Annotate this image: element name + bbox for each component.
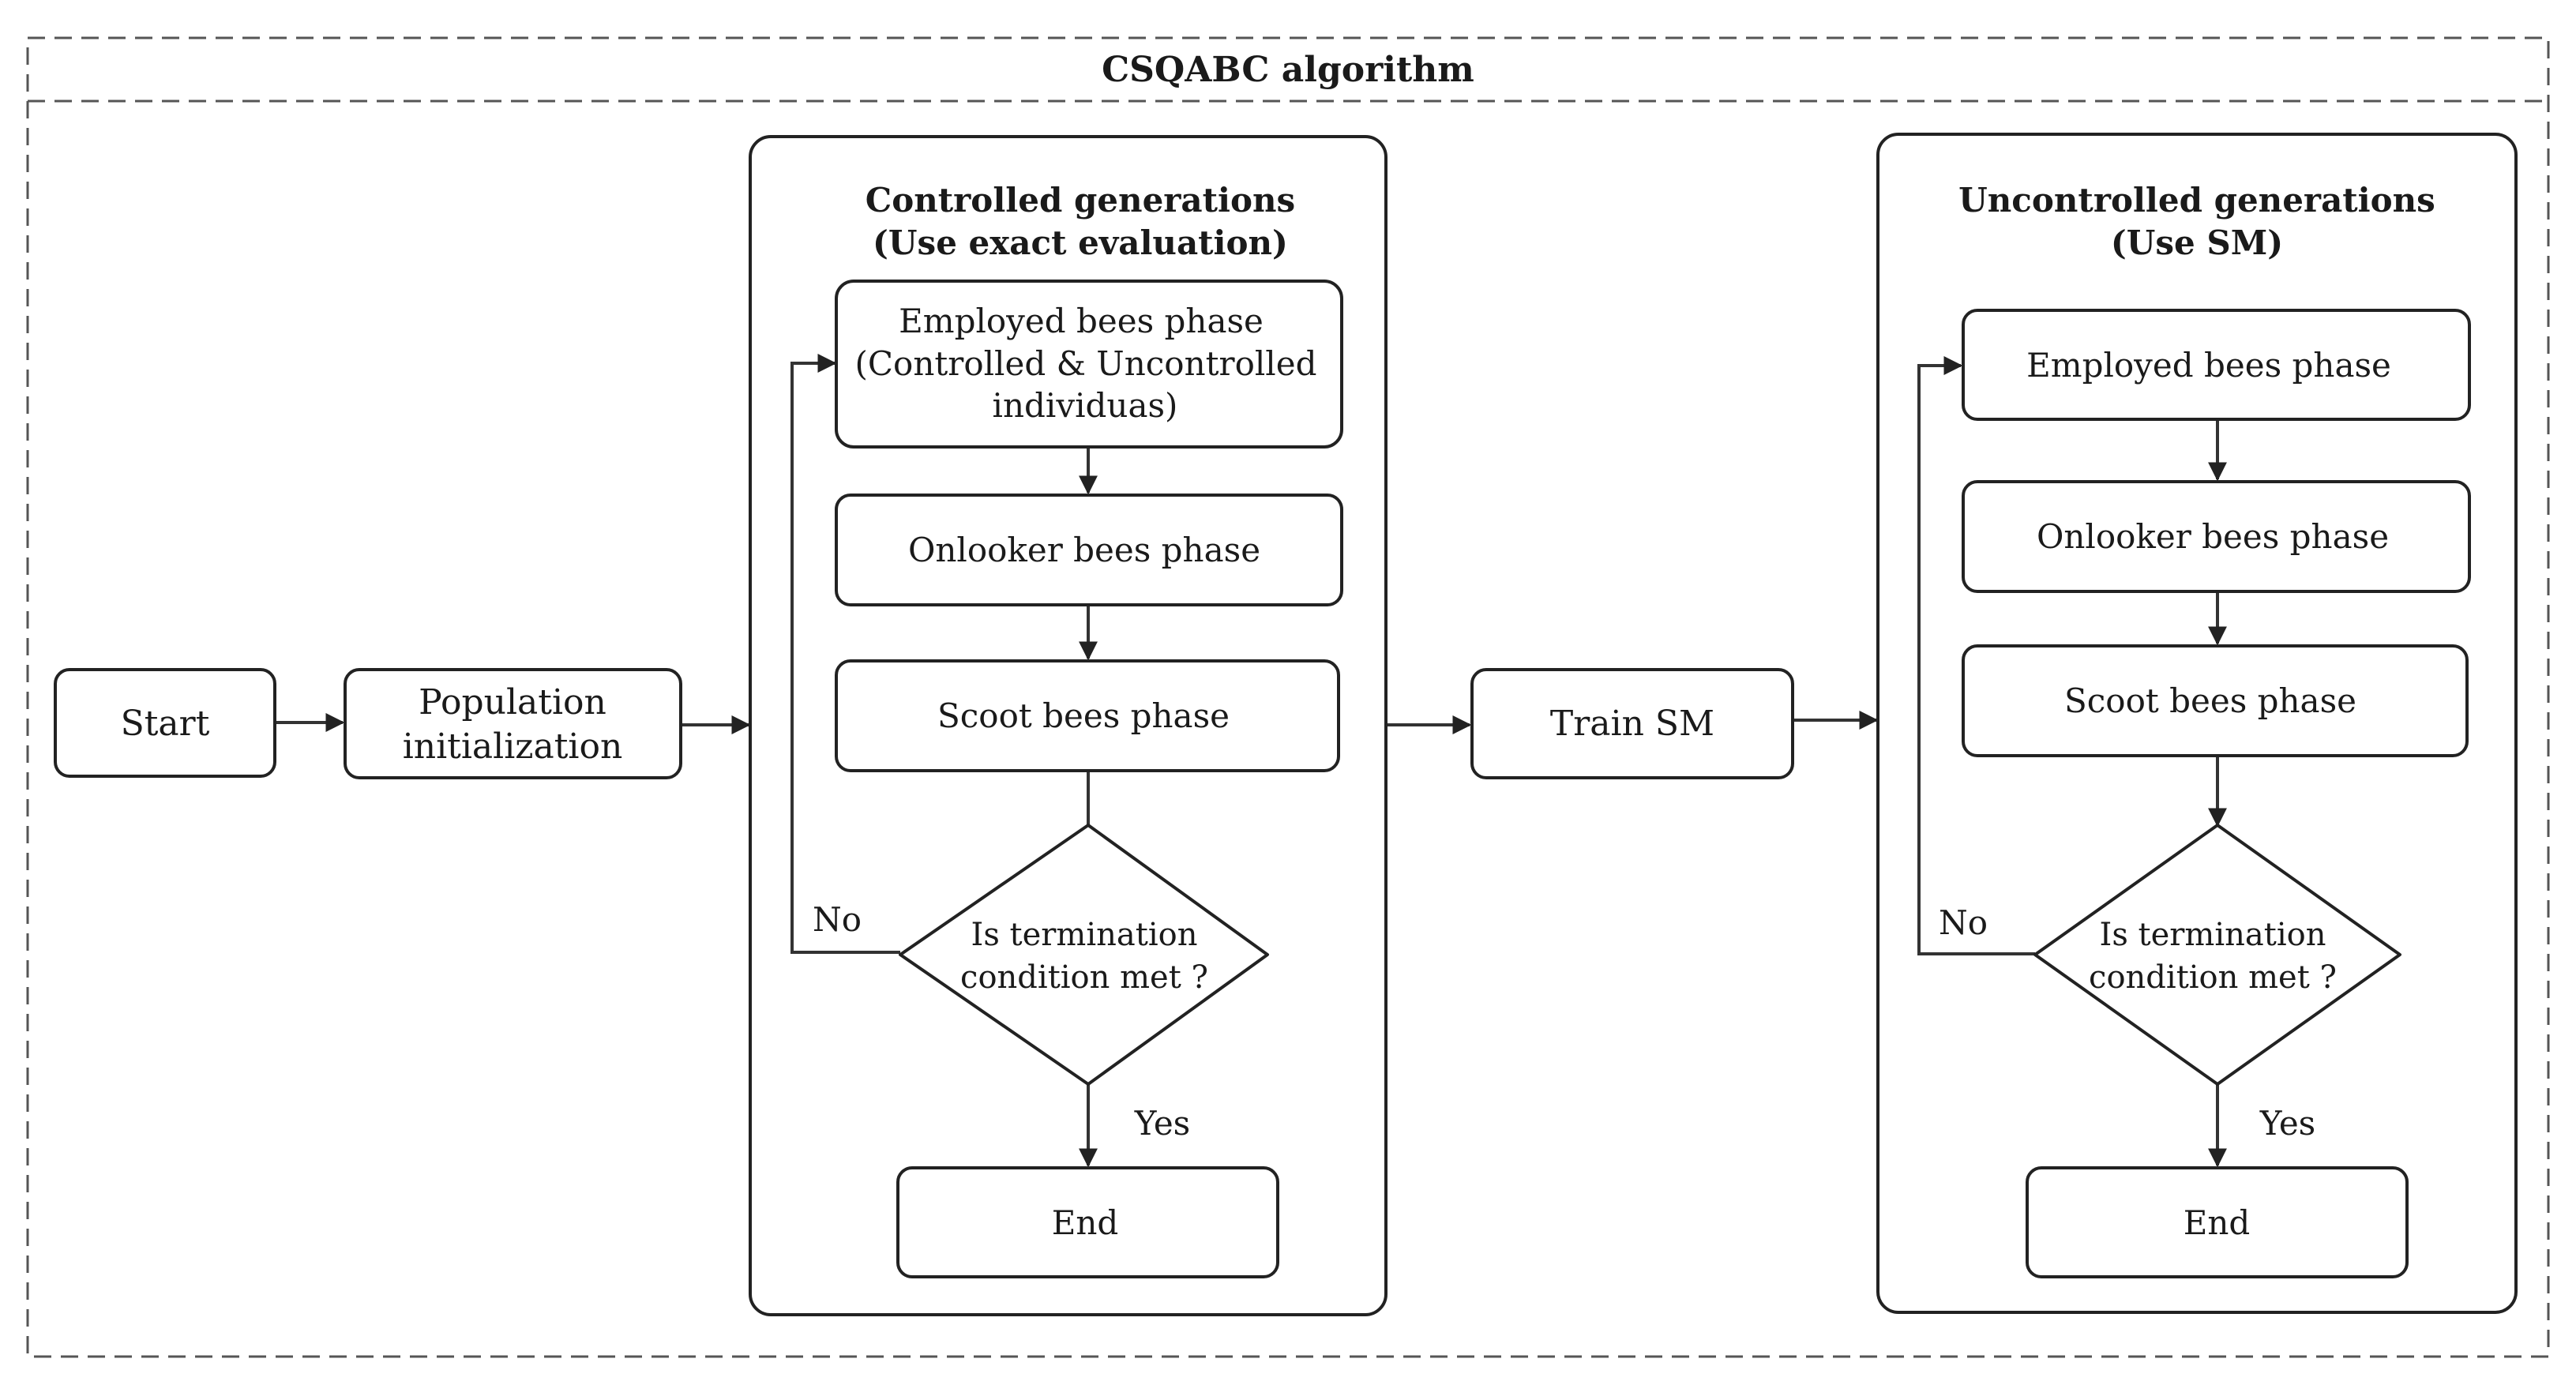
c-employed-line3: individuas) <box>993 386 1178 425</box>
population-label-line2: initialization <box>403 726 623 767</box>
u-scoot-node <box>1962 644 2469 757</box>
c-employed-node <box>835 280 1343 449</box>
u-decision-line2: condition met ? <box>2089 959 2337 996</box>
arrow-c-no-loop <box>790 354 900 954</box>
start-node <box>54 668 276 778</box>
u-end-node <box>2026 1166 2409 1278</box>
c-decision-line1: Is termination <box>971 917 1198 953</box>
u-scoot-label: Scoot bees phase <box>2064 681 2356 720</box>
population-label-line1: Population <box>419 682 606 723</box>
uncontrolled-heading-line2: (Use SM) <box>2111 223 2283 262</box>
outer-frame <box>26 36 2550 1358</box>
c-decision-line2: condition met ? <box>960 959 1208 996</box>
controlled-heading-line1: Controlled generations <box>866 181 1295 220</box>
c-employed-line1: Employed bees phase <box>899 302 1264 340</box>
u-decision-node <box>2033 824 2401 1086</box>
u-yes-label: Yes <box>2259 1104 2316 1143</box>
start-label: Start <box>121 704 210 744</box>
c-decision-node <box>899 824 1269 1086</box>
c-end-label: End <box>1052 1203 1119 1242</box>
train-sm-node <box>1470 668 1794 779</box>
train-sm-label: Train SM <box>1550 704 1714 744</box>
c-end-node <box>896 1166 1279 1278</box>
c-onlooker-node <box>835 494 1343 606</box>
u-end-label: End <box>2184 1203 2251 1242</box>
u-onlooker-label: Onlooker bees phase <box>2037 517 2389 556</box>
u-decision-line1: Is termination <box>2100 917 2326 953</box>
c-onlooker-label: Onlooker bees phase <box>908 531 1260 569</box>
u-no-label: No <box>1939 903 1988 942</box>
c-yes-label: Yes <box>1134 1104 1191 1143</box>
u-employed-label: Employed bees phase <box>2026 346 2391 385</box>
c-no-label: No <box>813 900 862 939</box>
c-employed-line2: (Controlled & Uncontrolled <box>855 344 1317 383</box>
population-node <box>344 668 682 779</box>
controlled-heading-line2: (Use exact evaluation) <box>873 223 1288 262</box>
c-scoot-node <box>835 659 1340 772</box>
diagram-title: CSQABC algorithm <box>1102 50 1474 90</box>
u-onlooker-node <box>1962 480 2471 593</box>
uncontrolled-heading-line1: Uncontrolled generations <box>1958 181 2435 220</box>
arrow-u-no-loop <box>1917 356 2035 955</box>
u-employed-node <box>1962 309 2471 421</box>
c-scoot-label: Scoot bees phase <box>937 696 1230 735</box>
